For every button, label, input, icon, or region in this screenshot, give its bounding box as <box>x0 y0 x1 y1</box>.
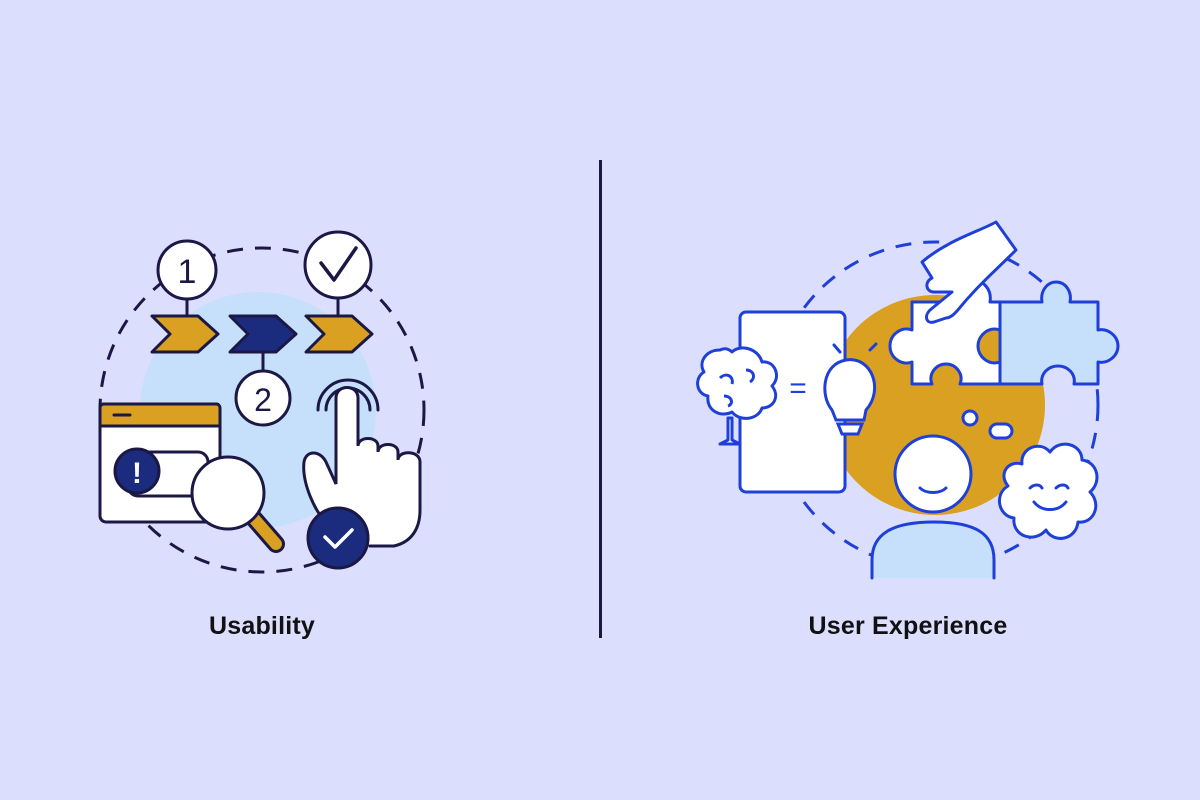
checkmark-icon <box>303 230 373 300</box>
chevron-icon <box>304 314 374 354</box>
hand-icon <box>920 220 1018 324</box>
usability-panel: 1 2 ! <box>98 230 426 640</box>
magnifier-icon <box>190 455 285 553</box>
step-two-label: 2 <box>254 382 272 418</box>
alert-mark: ! <box>132 457 142 490</box>
thought-dot <box>961 409 979 427</box>
user-experience-panel: = <box>600 0 1200 800</box>
user-experience-caption: User Experience <box>808 612 1008 640</box>
step-one-label: 1 <box>178 253 197 291</box>
puzzle-icon <box>888 278 1120 386</box>
step-one-icon: 1 <box>156 239 218 301</box>
lightbulb-icon <box>823 342 878 436</box>
equals-sign: = <box>789 372 807 405</box>
usability-caption: Usability <box>209 612 315 640</box>
check-badge-icon <box>306 506 370 570</box>
background-blob <box>825 295 1045 515</box>
browser-window-icon: ! <box>98 402 222 524</box>
smiling-person-icon <box>870 434 996 580</box>
center-divider <box>599 160 602 638</box>
chevron-icon <box>150 314 220 354</box>
alert-icon <box>113 447 161 495</box>
usability-illustration: 1 2 ! <box>98 230 426 574</box>
chevron-icon <box>228 314 298 354</box>
happy-flower-icon <box>998 442 1099 540</box>
step-two-icon: 2 <box>234 369 292 427</box>
user-experience-illustration: = <box>696 220 1120 580</box>
brain-tree-icon <box>696 346 778 446</box>
thought-dot <box>988 422 1014 440</box>
tap-finger-icon <box>302 378 422 548</box>
